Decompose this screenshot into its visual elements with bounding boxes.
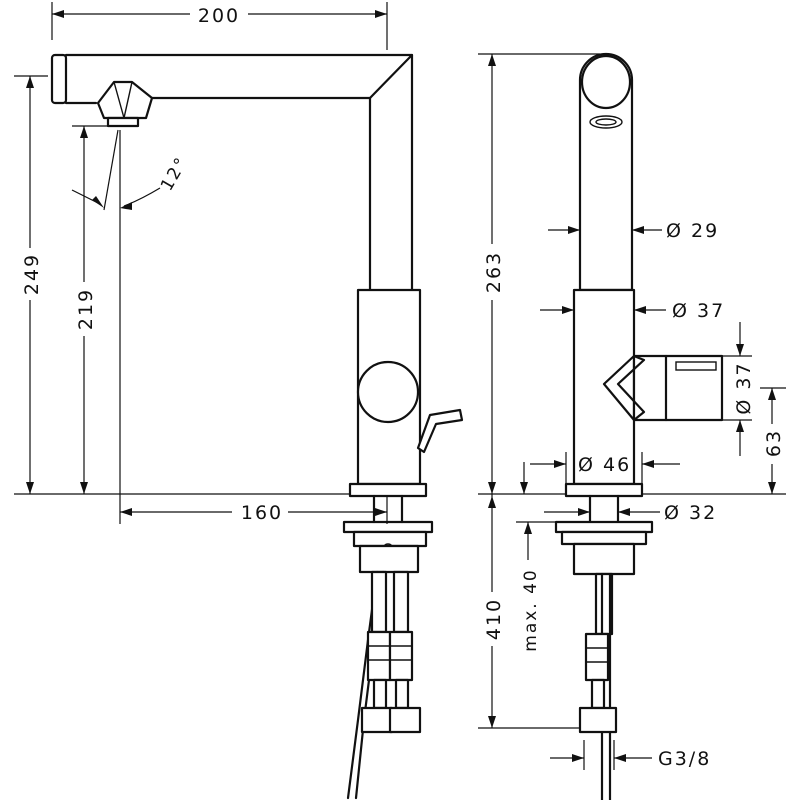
- spout-column: [578, 52, 634, 292]
- dim-dia37-body-label: Ø 37: [672, 300, 725, 322]
- aerator-tip: [106, 116, 140, 128]
- lever-arm: [632, 354, 724, 422]
- dim-200-label: 200: [198, 5, 240, 27]
- mount-plate-front: [554, 520, 654, 534]
- spout-top: [64, 53, 414, 100]
- base-ring: [348, 482, 428, 498]
- mount-plate: [342, 520, 434, 534]
- dim-dia29-label: Ø 29: [666, 220, 719, 242]
- hex-nut-front: [578, 706, 618, 734]
- base-ring-front: [564, 482, 644, 498]
- body-front: [572, 288, 636, 486]
- fix-block-front: [572, 542, 636, 576]
- dim-160-label: 160: [241, 502, 283, 524]
- hex-nut-2: [388, 706, 422, 734]
- fitting-front: [584, 632, 610, 682]
- dim-angle-label: 12°: [157, 153, 192, 194]
- dim-dia46-label: Ø 46: [578, 454, 631, 476]
- dim-thread-label: G3/8: [658, 748, 711, 770]
- dim-410-label: 410: [483, 598, 505, 640]
- front-dimensions: 263 Ø 29 Ø 37 Ø 37 63: [478, 53, 786, 770]
- dim-63-label: 63: [763, 429, 785, 457]
- spout-end-cap: [50, 53, 68, 105]
- hex-nut-1: [360, 706, 394, 734]
- dim-263-label: 263: [483, 251, 505, 293]
- lever-bend: [602, 354, 646, 422]
- lever: [416, 408, 464, 454]
- spout-head: [580, 54, 632, 110]
- aerator-front: [589, 115, 623, 129]
- dim-219-label: 219: [75, 288, 97, 330]
- supply-pipe-1: [370, 570, 388, 634]
- side-dimensions: 200 249 219 12° 160: [14, 2, 388, 524]
- mixer-knob: [356, 360, 420, 424]
- side-view: [50, 53, 464, 800]
- dim-dia32-label: Ø 32: [664, 502, 717, 524]
- front-view: [554, 52, 724, 800]
- dim-dia37-lever-label: Ø 37: [733, 361, 755, 414]
- dim-249-label: 249: [21, 253, 43, 295]
- fitting-2: [388, 630, 414, 682]
- clamp-front: [560, 530, 648, 546]
- fix-block: [358, 544, 420, 574]
- fitting-1: [366, 630, 392, 682]
- supply-pipe-2: [392, 570, 410, 634]
- dim-max40-label: max. 40: [521, 568, 541, 651]
